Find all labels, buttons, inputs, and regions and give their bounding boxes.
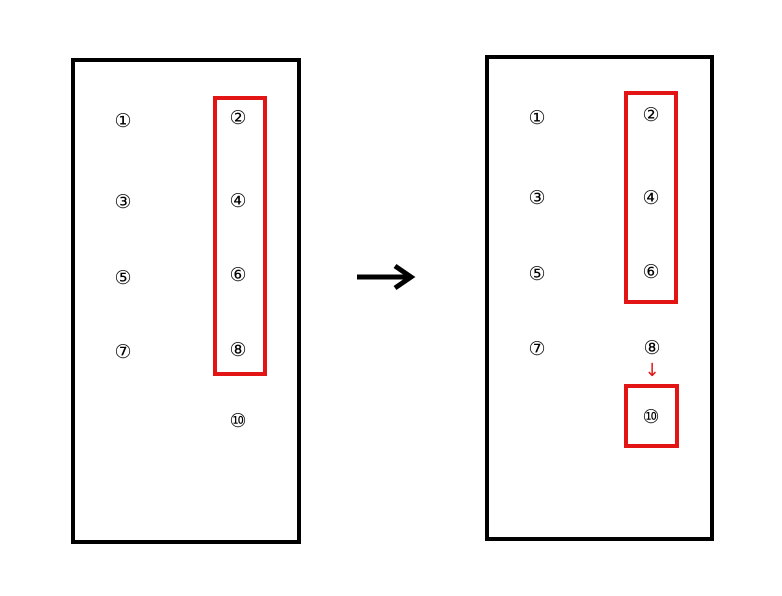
down-arrow-icon: ↓ (644, 360, 660, 381)
right-panel (485, 55, 714, 541)
left-item-2: ② (229, 107, 247, 129)
left-item-1: ① (114, 110, 132, 132)
right-highlight-single-box (624, 384, 679, 448)
left-panel (71, 58, 301, 544)
right-item-4: ④ (642, 187, 660, 209)
right-item-8: ⑧ (643, 337, 661, 359)
left-item-4: ④ (229, 190, 247, 212)
left-item-3: ③ (114, 191, 132, 213)
left-item-8: ⑧ (229, 339, 247, 361)
right-item-5: ⑤ (528, 263, 546, 285)
right-item-7: ⑦ (528, 338, 546, 360)
right-highlight-group-box (624, 91, 678, 304)
right-item-6: ⑥ (642, 261, 660, 283)
right-item-2: ② (642, 104, 660, 126)
right-item-3: ③ (528, 187, 546, 209)
left-item-10: ⑩ (229, 410, 247, 432)
left-highlight-box (213, 96, 267, 376)
right-item-1: ① (528, 107, 546, 129)
right-arrow-icon (357, 263, 416, 291)
left-item-6: ⑥ (229, 264, 247, 286)
left-item-5: ⑤ (114, 267, 132, 289)
right-item-10: ⑩ (642, 406, 660, 428)
left-item-7: ⑦ (114, 341, 132, 363)
